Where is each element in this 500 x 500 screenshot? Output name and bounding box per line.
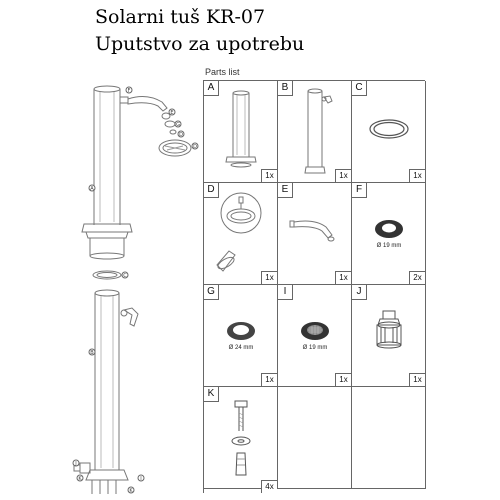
part-quantity: 1x: [261, 373, 277, 386]
part-quantity: 1x: [335, 271, 351, 284]
part-size-label: Ø 24 mm: [228, 345, 254, 351]
part-letter: K: [204, 387, 219, 402]
svg-text:D: D: [179, 132, 183, 138]
part-quantity: 4x: [261, 480, 277, 493]
ring-part-image: [369, 119, 409, 139]
part-letter: B: [278, 81, 293, 96]
svg-text:E: E: [170, 110, 173, 116]
svg-text:I: I: [140, 476, 141, 482]
part-letter: A: [204, 81, 219, 96]
part-quantity: 1x: [335, 373, 351, 386]
callout-j: J: [72, 459, 80, 467]
callout-k-right: K: [127, 486, 135, 494]
part-letter: G: [204, 285, 219, 300]
svg-text:G: G: [176, 122, 180, 128]
assembly-diagram: F E G D D A C B J K K I: [72, 85, 199, 494]
upper-column-drawing: [81, 85, 133, 260]
callout-i: I: [137, 474, 145, 482]
shower-arm-part-image: [289, 220, 335, 242]
lower-column-part-image: [304, 88, 333, 174]
part-quantity: 2x: [409, 271, 425, 284]
upper-column-part-image: [225, 90, 257, 168]
part-cell-f: Ø 19 mm F 2x: [352, 183, 426, 285]
svg-text:K: K: [78, 476, 82, 482]
shower-head-part-image: [216, 192, 262, 272]
document-title: Solarni tuš KR-07: [95, 6, 266, 28]
part-cell-c: C 1x: [352, 81, 426, 183]
part-size-label: Ø 19 mm: [376, 243, 402, 249]
callout-c: C: [121, 271, 129, 279]
part-quantity: 1x: [261, 169, 277, 182]
svg-text:C: C: [123, 273, 127, 279]
hose-connector-part-image: [376, 310, 402, 349]
svg-text:J: J: [74, 461, 76, 467]
part-cell-j: J 1x: [352, 285, 426, 387]
svg-text:B: B: [90, 350, 94, 356]
part-letter: C: [352, 81, 367, 96]
svg-text:A: A: [90, 186, 94, 192]
washer-19mm-part-image: [375, 220, 403, 238]
callout-e: E: [168, 108, 176, 116]
empty-cell: [352, 387, 426, 489]
document-subtitle: Uputstvo za upotrebu: [95, 33, 305, 55]
part-letter: J: [352, 285, 367, 300]
part-cell-k: K 4x: [204, 387, 278, 493]
svg-text:D: D: [193, 144, 197, 150]
ring-gaskets-drawing: [92, 270, 122, 297]
callout-k-left: K: [76, 474, 84, 482]
washer-24mm-part-image: [227, 322, 255, 340]
callout-b: B: [88, 348, 96, 356]
callout-g: G: [174, 120, 182, 128]
part-letter: D: [204, 183, 219, 198]
part-cell-e: E 1x: [278, 183, 352, 285]
svg-text:K: K: [129, 488, 133, 494]
part-quantity: 1x: [335, 169, 351, 182]
svg-text:F: F: [128, 88, 131, 94]
part-quantity: 1x: [409, 373, 425, 386]
part-quantity: 1x: [409, 169, 425, 182]
part-cell-i: Ø 19 mm I 1x: [278, 285, 352, 387]
parts-grid: A 1x B 1x C 1x: [203, 80, 426, 493]
callout-d-head: D: [191, 142, 199, 150]
part-quantity: 1x: [261, 271, 277, 284]
callout-d: D: [177, 130, 185, 138]
callout-a: A: [88, 184, 96, 192]
part-cell-a: A 1x: [204, 81, 278, 183]
filter-washer-19mm-part-image: [301, 322, 329, 340]
part-cell-b: B 1x: [278, 81, 352, 183]
empty-cell: [278, 387, 352, 489]
part-cell-d: D 1x: [204, 183, 278, 285]
parts-list-label: Parts list: [205, 67, 240, 77]
part-letter: I: [278, 285, 293, 300]
lower-column-drawing: [73, 293, 139, 494]
part-letter: F: [352, 183, 367, 198]
part-letter: E: [278, 183, 293, 198]
part-cell-g: Ø 24 mm G 1x: [204, 285, 278, 387]
bolt-set-part-image: [231, 400, 251, 476]
part-size-label: Ø 19 mm: [302, 345, 328, 351]
callout-f: F: [125, 86, 133, 94]
